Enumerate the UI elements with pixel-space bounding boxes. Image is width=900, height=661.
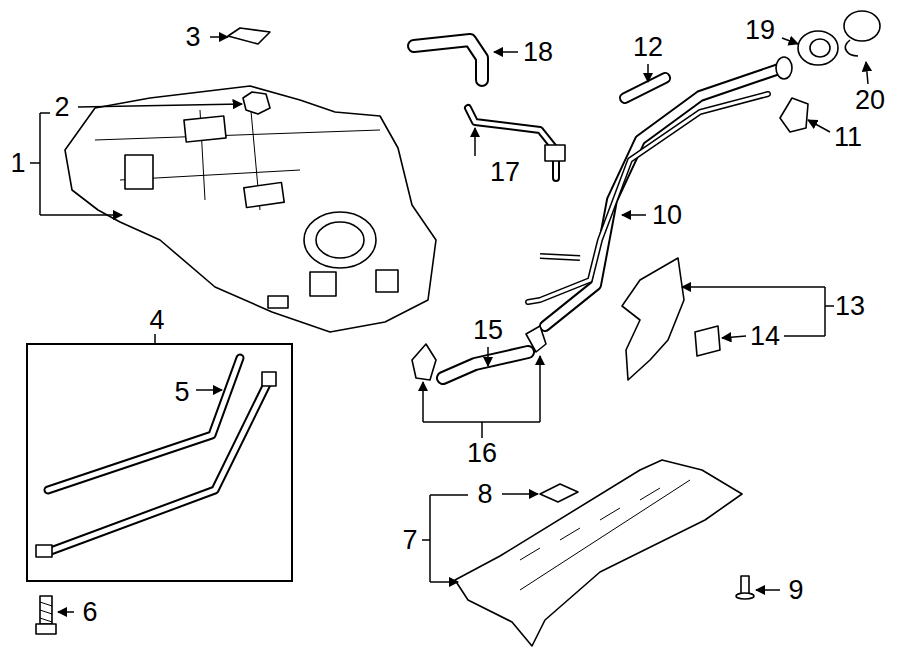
callout-number: 13 xyxy=(835,293,865,320)
callout-number: 2 xyxy=(54,94,69,121)
callout-number: 16 xyxy=(467,440,497,467)
callout-number: 17 xyxy=(490,159,520,186)
callout-number: 11 xyxy=(834,124,862,151)
callout-number: 1 xyxy=(10,150,25,177)
callout-number: 10 xyxy=(652,202,682,229)
callout-number: 19 xyxy=(745,17,775,44)
callout-number: 6 xyxy=(82,599,97,626)
callout-number: 15 xyxy=(473,317,503,344)
callout-number: 5 xyxy=(174,379,189,406)
callout-number: 9 xyxy=(788,577,803,604)
callout-number: 20 xyxy=(855,87,885,114)
callout-number: 12 xyxy=(633,34,663,61)
callout-number: 18 xyxy=(523,39,553,66)
parts-group-box: 45 xyxy=(26,343,293,582)
under-shield xyxy=(455,460,742,646)
callout-number: 7 xyxy=(402,527,417,554)
callout-number: 4 xyxy=(149,307,164,334)
callout-number: 3 xyxy=(185,24,200,51)
callout-number: 14 xyxy=(750,323,780,350)
callout-number: 8 xyxy=(477,481,492,508)
fuel-tank xyxy=(65,86,436,332)
